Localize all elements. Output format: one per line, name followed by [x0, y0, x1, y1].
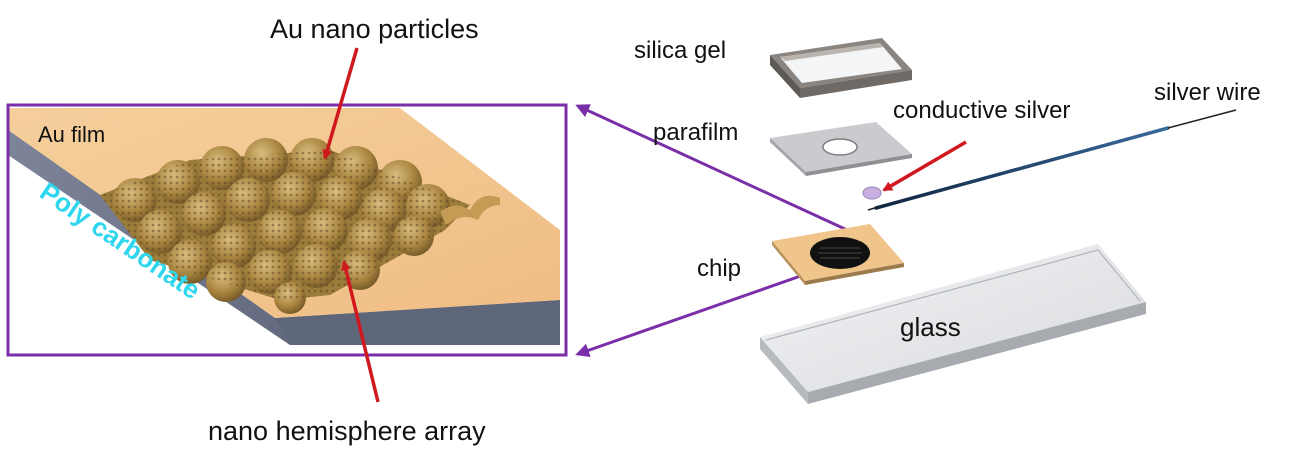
glass-slide [760, 244, 1146, 404]
au-nano-particles-pointer [322, 47, 359, 160]
silica-gel-frame [770, 38, 912, 98]
nano-hemisphere-pointer [341, 260, 380, 403]
parafilm-label: parafilm [653, 119, 738, 146]
silver-wire-end [867, 206, 879, 211]
silver-wire-tip [1167, 109, 1237, 129]
conductive-silver-dot [862, 186, 882, 200]
silver-wire-insulated [874, 126, 1170, 210]
inset-frame [6, 103, 568, 357]
chip [772, 224, 904, 285]
zoom-line-bottom [575, 270, 813, 357]
parafilm-sheet [770, 122, 912, 176]
glass-label: glass [900, 312, 961, 342]
inset-panel: Au film Poly carbonate [6, 103, 568, 357]
conductive-silver-label: conductive silver [893, 97, 1070, 124]
chip-electrode-lines [818, 247, 862, 259]
polycarbonate-front [275, 300, 560, 345]
au-film-label: Au film [38, 122, 105, 147]
conductive-silver-pointer [882, 140, 967, 192]
silica-gel-label: silica gel [634, 37, 726, 64]
chip-label: chip [697, 255, 741, 282]
hemisphere-cut-edge [440, 195, 500, 225]
zoom-line-top [575, 104, 859, 237]
silver-wire-label: silver wire [1154, 79, 1261, 106]
nano-hemisphere-array-label: nano hemisphere array [208, 416, 486, 446]
nanoparticle-array [100, 138, 470, 314]
au-nano-particles-label: Au nano particles [270, 14, 479, 44]
nanoparticle-texture [100, 150, 470, 300]
